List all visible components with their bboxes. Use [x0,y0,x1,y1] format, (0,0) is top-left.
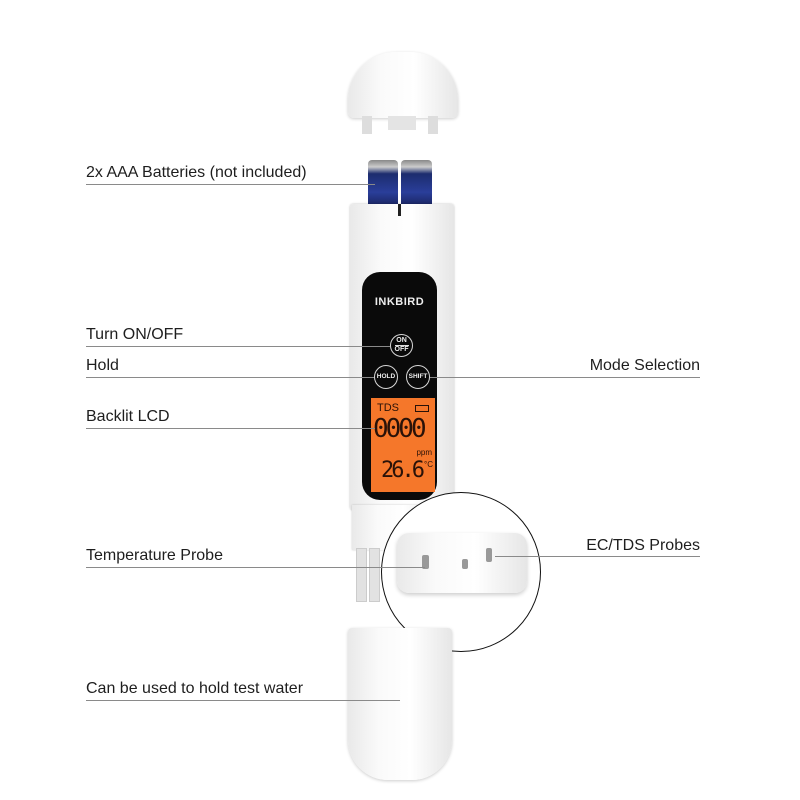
leader-line [495,556,700,557]
leader-line [430,377,700,378]
protective-cap [348,628,452,780]
lcd-mode: TDS [377,402,399,414]
battery-cap [348,52,458,118]
lcd-temp-unit: °C [424,460,433,469]
lcd-unit: ppm [416,448,432,457]
lcd-value: 0000 [373,414,427,444]
label-batteries: 2x AAA Batteries (not included) [86,164,307,181]
probe [356,548,367,602]
probe [369,548,380,602]
probe-pin [422,555,429,569]
leader-line [86,346,390,347]
cap-tab [362,116,372,134]
body-divider [398,204,401,216]
label-hold: Hold [86,357,119,374]
label-lcd: Backlit LCD [86,408,170,425]
label-ec-tds: EC/TDS Probes [586,537,700,554]
backlit-lcd: TDS 0000 ppm 26.6 °C [371,398,435,492]
label-power: Turn ON/OFF [86,326,184,343]
label-temp-probe: Temperature Probe [86,547,223,564]
leader-line [86,184,375,185]
shift-button[interactable]: SHIFT [406,365,430,389]
leader-line [86,567,425,568]
probe-pin [486,548,492,562]
cap-tab [428,116,438,134]
lcd-temperature: 26.6 [381,458,425,483]
label-mode: Mode Selection [589,357,700,374]
cap-tab [388,116,416,130]
battery-level-icon [415,405,429,412]
label-cap: Can be used to hold test water [86,680,304,697]
leader-line [86,377,374,378]
probe-pin [462,559,468,569]
power-button[interactable]: ON OFF [390,334,413,357]
brand-logo: INKBIRD [374,296,425,308]
on-label: ON [396,337,407,344]
probe-magnifier [381,492,541,652]
hold-button[interactable]: HOLD [374,365,398,389]
battery-icon [401,160,432,206]
off-label: OFF [394,345,409,353]
battery-icon [368,160,398,206]
leader-line [86,700,400,701]
leader-line [86,428,375,429]
